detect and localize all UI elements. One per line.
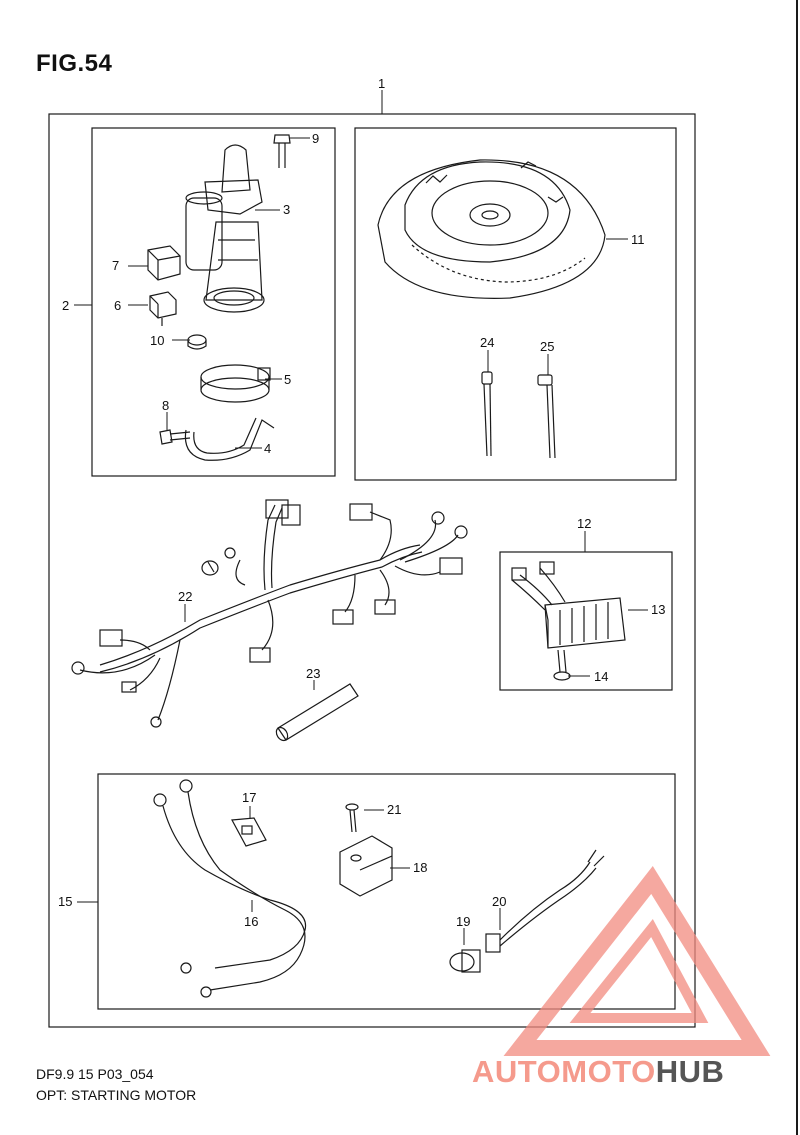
- callout-13: 13: [651, 602, 665, 617]
- callout-14: 14: [594, 669, 608, 684]
- callout-21: 21: [387, 802, 401, 817]
- callout-22: 22: [178, 589, 192, 604]
- figure-title: FIG.54: [36, 50, 113, 77]
- start-switch-icon: [449, 849, 605, 973]
- battery-cable-frame: [97, 773, 676, 1010]
- relay-6-icon: [149, 291, 177, 326]
- starter-motor-icon: [185, 144, 265, 313]
- callout-8: 8: [162, 398, 169, 413]
- wiring-harness-icon: [71, 499, 468, 728]
- callout-5: 5: [284, 372, 291, 387]
- figure-description: OPT: STARTING MOTOR: [36, 1087, 197, 1103]
- band-5-icon: [200, 364, 271, 403]
- callout-1: 1: [378, 76, 385, 91]
- cable-tie-25-icon: [537, 374, 556, 459]
- watermark-logo: AUTOMOTOHUB: [472, 1054, 724, 1090]
- cable-tie-24-icon: [481, 371, 493, 457]
- watermark-triangle-icon: [503, 866, 771, 1056]
- watermark-suffix: HUB: [655, 1054, 725, 1089]
- rectifier-frame: [499, 551, 673, 691]
- callout-2: 2: [62, 298, 69, 313]
- outer-frame: [48, 113, 696, 1028]
- bracket-4-icon: [184, 417, 275, 461]
- nut-10-icon: [187, 334, 207, 350]
- callout-11: 11: [631, 232, 645, 247]
- callout-7: 7: [112, 258, 119, 273]
- rectifier-icon: [511, 561, 626, 649]
- holder-icon: [339, 835, 393, 897]
- model-code: DF9.9 15 P03_054: [36, 1066, 154, 1082]
- callout-16: 16: [244, 914, 258, 929]
- bolt-9-icon: [273, 134, 291, 168]
- callout-17: 17: [242, 790, 256, 805]
- callout-4: 4: [264, 441, 271, 456]
- watermark-prefix: AUTOMOTO: [472, 1054, 656, 1089]
- callout-labels: 1 2 3 4 5 6 7 8 9 10 11 12 13 14 15 16 1…: [58, 76, 665, 929]
- protector-tube-icon: [275, 683, 359, 742]
- leader-lines: [74, 90, 648, 945]
- callout-10: 10: [150, 333, 164, 348]
- callout-18: 18: [413, 860, 427, 875]
- callout-23: 23: [306, 666, 320, 681]
- clamp-icon: [231, 817, 267, 847]
- callout-6: 6: [114, 298, 121, 313]
- callout-25: 25: [540, 339, 554, 354]
- bolt-8-icon: [159, 429, 191, 445]
- bolt-14-icon: [553, 649, 571, 681]
- flywheel-icon: [377, 159, 606, 299]
- callout-15: 15: [58, 894, 72, 909]
- callout-9: 9: [312, 131, 319, 146]
- callout-12: 12: [577, 516, 591, 531]
- callout-24: 24: [480, 335, 494, 350]
- screw-icon: [345, 803, 359, 833]
- relay-7-icon: [147, 245, 181, 281]
- callout-19: 19: [456, 914, 470, 929]
- battery-cable-icon: [153, 779, 307, 998]
- starter-motor-frame: [91, 127, 336, 477]
- flywheel-frame: [354, 127, 677, 481]
- callout-20: 20: [492, 894, 506, 909]
- callout-3: 3: [283, 202, 290, 217]
